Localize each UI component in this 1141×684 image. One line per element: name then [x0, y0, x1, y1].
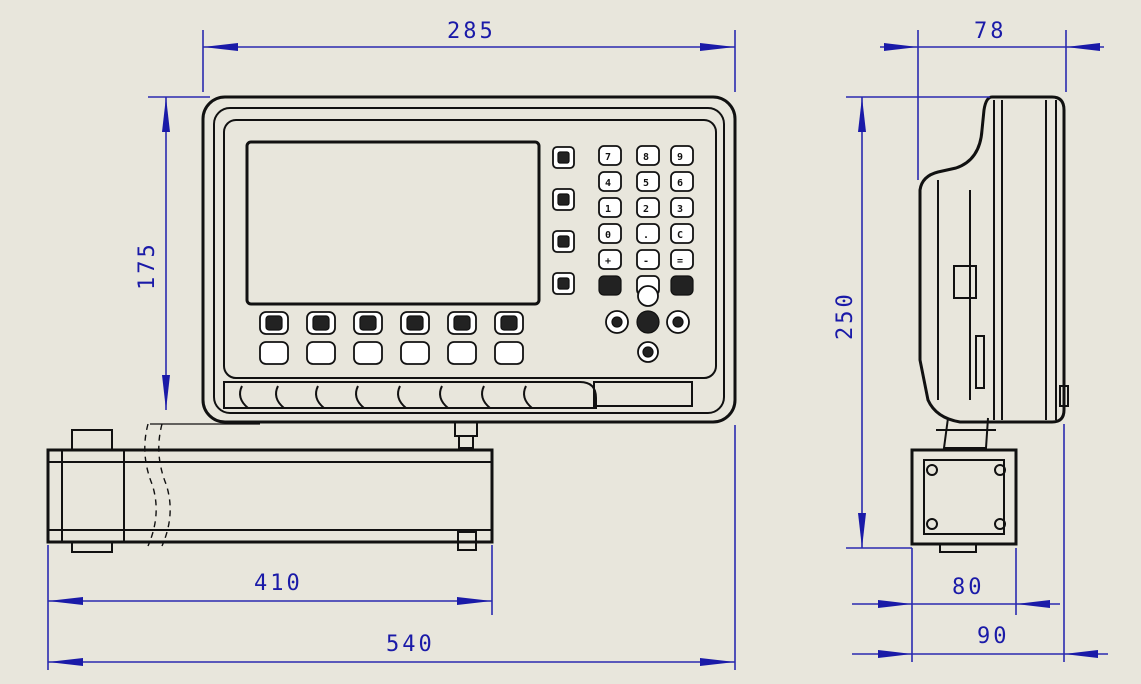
dimension-lines: [47, 30, 1108, 670]
svg-text:6: 6: [677, 178, 683, 189]
dimension-bracket-length: 410: [254, 571, 303, 596]
svg-text:-: -: [643, 256, 649, 267]
svg-text:7: 7: [605, 152, 611, 163]
lcd-display: [245, 140, 541, 306]
svg-text:0: 0: [605, 230, 611, 241]
svg-text:9: 9: [677, 152, 683, 163]
svg-text:5: 5: [643, 178, 649, 189]
svg-text:8: 8: [643, 152, 649, 163]
function-key-column: [552, 146, 575, 295]
navigation-keys: [605, 285, 690, 363]
dimension-height-side: 250: [833, 291, 858, 340]
dimension-height-front: 175: [135, 241, 160, 290]
bracket-arm: [46, 423, 494, 553]
svg-text:C: C: [677, 230, 683, 241]
dimension-total-width: 540: [386, 632, 435, 657]
svg-text:1: 1: [605, 204, 611, 215]
mounting-stud: [454, 421, 478, 449]
front-panel: [223, 119, 717, 379]
indicator-housing-inner: [213, 107, 725, 414]
housing-side-profile: [918, 95, 1066, 424]
front-view: 7 8 9 4 5 6 1 2 3 0. C + - =: [46, 95, 737, 553]
side-view: [910, 95, 1069, 553]
dimension-width-top: 285: [447, 19, 496, 44]
svg-text:=: =: [677, 256, 683, 267]
vent-strip: [223, 381, 693, 409]
svg-text:+: +: [605, 256, 611, 267]
base-plate: [910, 448, 1018, 553]
svg-text:2: 2: [643, 204, 649, 215]
soft-keys: [259, 311, 524, 365]
svg-text:.: .: [643, 230, 649, 241]
svg-text:3: 3: [677, 204, 683, 215]
dimension-base-width: 90: [977, 624, 1010, 649]
keypad: 7 8 9 4 5 6 1 2 3 0. C + - =: [598, 145, 694, 296]
dimension-depth-top: 78: [974, 19, 1007, 44]
svg-text:4: 4: [605, 178, 611, 189]
dimension-bracket-width: 80: [952, 575, 985, 600]
